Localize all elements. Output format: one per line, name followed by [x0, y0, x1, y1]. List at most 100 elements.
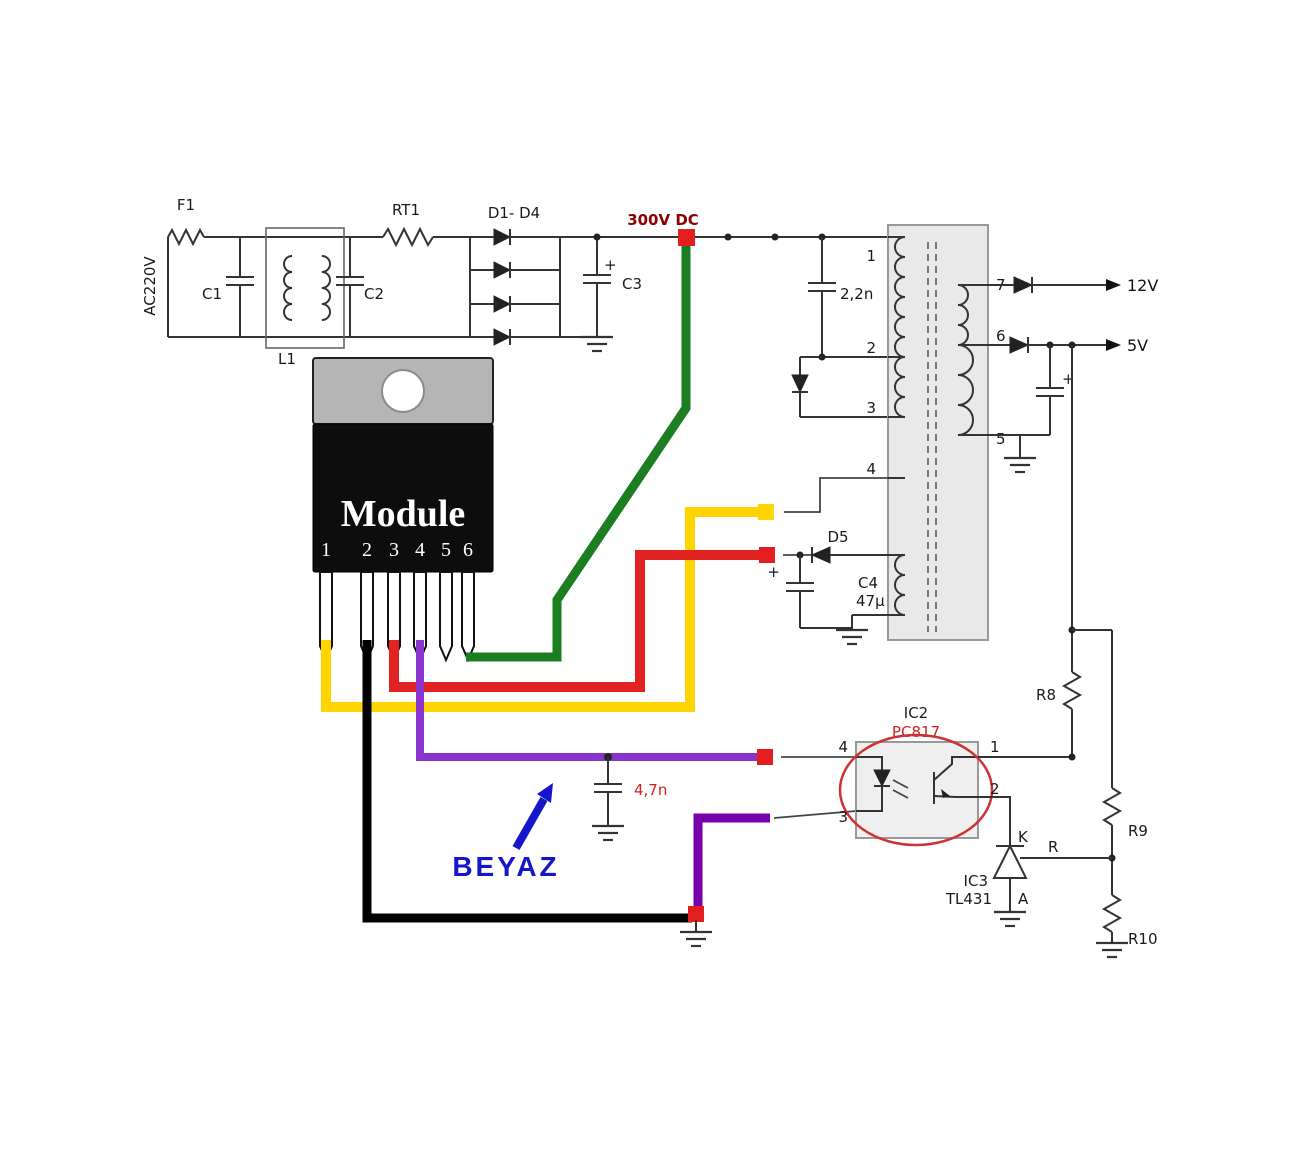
node-ground-bottom	[688, 906, 704, 922]
module-pin-3: 3	[389, 539, 399, 561]
xfmr-pin5: 5	[996, 430, 1006, 448]
diode-5v	[1009, 336, 1030, 354]
resistor-r9	[1101, 787, 1123, 826]
transformer: 1 2 3 4 7 6 5	[866, 224, 1006, 641]
hookup-wires	[321, 246, 770, 923]
ground-47n	[590, 824, 626, 842]
link-yellow-to-pin4	[784, 477, 888, 513]
beyaz-arrow-head	[537, 783, 553, 803]
diode-row-4	[470, 328, 560, 346]
wire-green	[466, 246, 691, 662]
thermistor-rt1: RT1	[382, 201, 470, 248]
ic2-part-label: PC817	[892, 723, 940, 741]
label-12v: 12V	[1127, 276, 1158, 295]
node-300v	[678, 229, 695, 246]
link-purple-to-ic2-pin3	[773, 810, 857, 819]
xfmr-pin1: 1	[866, 247, 876, 265]
capacitor-c2: C2	[336, 237, 384, 337]
c3-plus: +	[604, 256, 617, 274]
choke-coil-right	[321, 255, 331, 321]
resistor-r8	[1061, 671, 1083, 710]
module-name: Module	[341, 493, 466, 535]
diode-12v	[1013, 276, 1034, 294]
r9-label: R9	[1128, 822, 1148, 840]
xfmr-pin2: 2	[866, 339, 876, 357]
module-pin-5: 5	[441, 539, 451, 561]
dc-bus: 300V DC	[627, 211, 888, 241]
ac-input-stage: F1 AC220V C1 L1 C2	[141, 196, 470, 368]
snubber-cap-label: 2,2n	[840, 285, 873, 303]
rt1-label: RT1	[392, 201, 420, 219]
bridge-label: D1- D4	[488, 204, 540, 222]
beyaz-annotation: BEYAZ	[452, 783, 557, 882]
snubber-network: 2,2n	[791, 237, 888, 418]
capacitor-c3: + C3	[579, 233, 642, 353]
ic3-part-label: TL431	[945, 890, 992, 908]
node-purple-upper	[757, 749, 773, 765]
r10-label: R10	[1128, 930, 1158, 948]
ic2-pin4: 4	[838, 738, 848, 756]
cap-47n-label: 4,7n	[634, 781, 667, 799]
c3-label: C3	[622, 275, 642, 293]
choke-l1: L1	[265, 227, 345, 368]
fuse-f1-symbol	[167, 227, 205, 247]
ic2-pin2: 2	[990, 780, 1000, 798]
tl431-r-label: R	[1048, 838, 1058, 856]
ground-aux	[834, 628, 870, 646]
r8-label: R8	[1036, 686, 1056, 704]
module-package: Module 1 2 3 4 5 6	[312, 357, 494, 663]
secondary-winding-upper	[957, 284, 969, 346]
capacitor-c1: C1	[202, 237, 254, 337]
ground-output	[1002, 456, 1038, 474]
fuse-f1-label: F1	[177, 196, 195, 214]
c2-label: C2	[364, 285, 384, 303]
ground-tl431	[992, 910, 1028, 928]
wire-black	[362, 640, 692, 923]
ac220v-label: AC220V	[141, 256, 159, 316]
resistor-r10	[1101, 894, 1123, 933]
wire-yellow	[321, 507, 766, 712]
snubber-diode	[791, 374, 809, 394]
ground-r10	[1094, 941, 1130, 959]
diode-row-2	[470, 261, 560, 279]
ground-bottom-node	[678, 930, 714, 948]
diode-d5	[810, 546, 831, 564]
xfmr-pin4: 4	[866, 460, 876, 478]
bridge-rectifier: D1- D4	[469, 204, 678, 346]
output-12v: 12V	[988, 276, 1158, 295]
aux-rectifier: D5 + C4 47µ	[767, 528, 888, 646]
module-pin-6: 6	[463, 539, 473, 561]
arrow-12v	[1106, 279, 1121, 291]
c1-label: C1	[202, 285, 222, 303]
aux-winding	[894, 554, 906, 616]
ground-c3	[579, 335, 615, 353]
ic2-label: IC2	[904, 704, 928, 722]
wire-purple-upper	[416, 640, 764, 761]
output-5v: 5V +	[988, 336, 1148, 474]
optocoupler-ic2: IC2 PC817 4 3 1 2	[838, 704, 1000, 847]
ic2-highlight-ellipse	[838, 733, 994, 847]
tl431-a-label: A	[1018, 890, 1029, 908]
l1-label: L1	[278, 350, 296, 368]
arrow-5v	[1106, 339, 1121, 351]
ic2-pin3: 3	[838, 808, 848, 826]
secondary-winding-lower	[957, 344, 974, 436]
c4-value: 47µ	[856, 592, 885, 610]
tl431-regulator: K A IC3 TL431	[945, 796, 1029, 928]
tl431-symbol	[992, 843, 1028, 879]
ic3-label: IC3	[964, 872, 988, 890]
module-pin-1: 1	[321, 539, 331, 561]
primary-winding-lower	[894, 356, 906, 418]
ic2-led	[873, 769, 891, 788]
wire-red	[389, 550, 766, 692]
diode-row-3	[470, 295, 560, 313]
feedback-network: R8 R9 R10 R	[978, 341, 1158, 959]
ic2-emitter-arrow	[941, 789, 950, 798]
node-yellow	[758, 504, 774, 520]
feedback-cap-47n: 4,7n	[590, 753, 667, 842]
module-pin-4: 4	[415, 539, 425, 561]
d5-label: D5	[827, 528, 848, 546]
beyaz-arrow-shaft	[512, 797, 548, 850]
c4-plus: +	[767, 563, 780, 581]
